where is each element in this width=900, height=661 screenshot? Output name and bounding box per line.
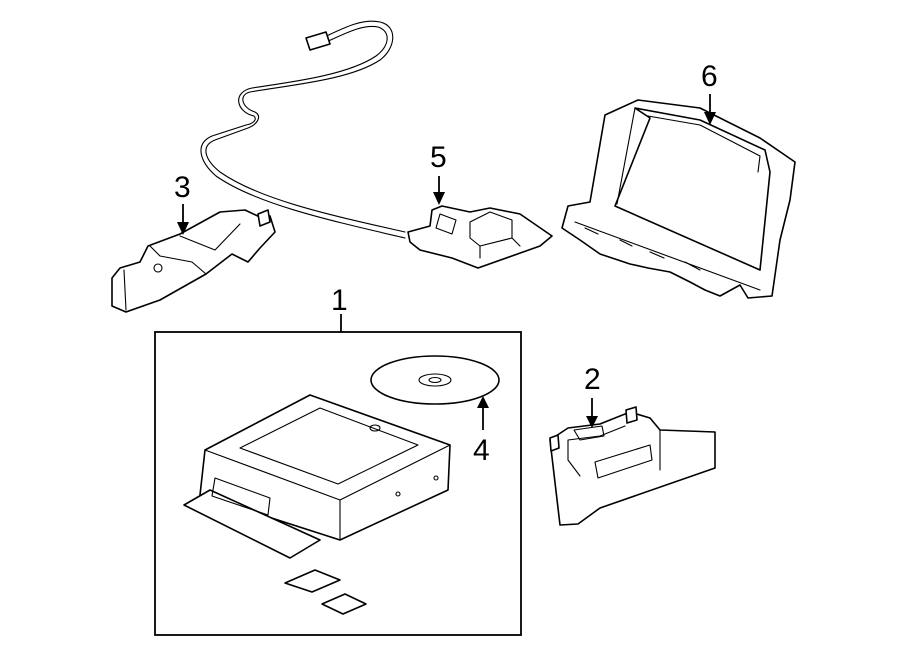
arrowhead	[177, 222, 189, 235]
arrowhead	[586, 416, 598, 428]
arrowhead	[477, 396, 489, 408]
callout-1-label: 1	[331, 284, 348, 317]
arrowhead	[704, 112, 716, 125]
callout-3: 3	[174, 171, 191, 235]
callout-1: 1	[331, 284, 348, 332]
callout-6-label: 6	[701, 60, 718, 93]
callout-2-label: 2	[584, 363, 601, 396]
callout-2: 2	[584, 363, 601, 428]
part-3-bracket	[111, 209, 276, 313]
part-2-bracket	[549, 406, 716, 526]
part-1-kit-box	[154, 331, 522, 636]
callout-5: 5	[430, 141, 447, 205]
part-4-disc	[370, 355, 500, 405]
arrowhead	[433, 192, 445, 205]
callout-4-label: 4	[473, 434, 490, 467]
part-6-display-bezel	[561, 99, 796, 299]
callout-6: 6	[701, 60, 718, 125]
part-1-navigation-unit	[183, 394, 451, 615]
callout-3-label: 3	[174, 171, 191, 204]
callout-5-label: 5	[430, 141, 447, 174]
part-5-antenna-module	[200, 20, 553, 269]
callout-4: 4	[473, 396, 490, 467]
